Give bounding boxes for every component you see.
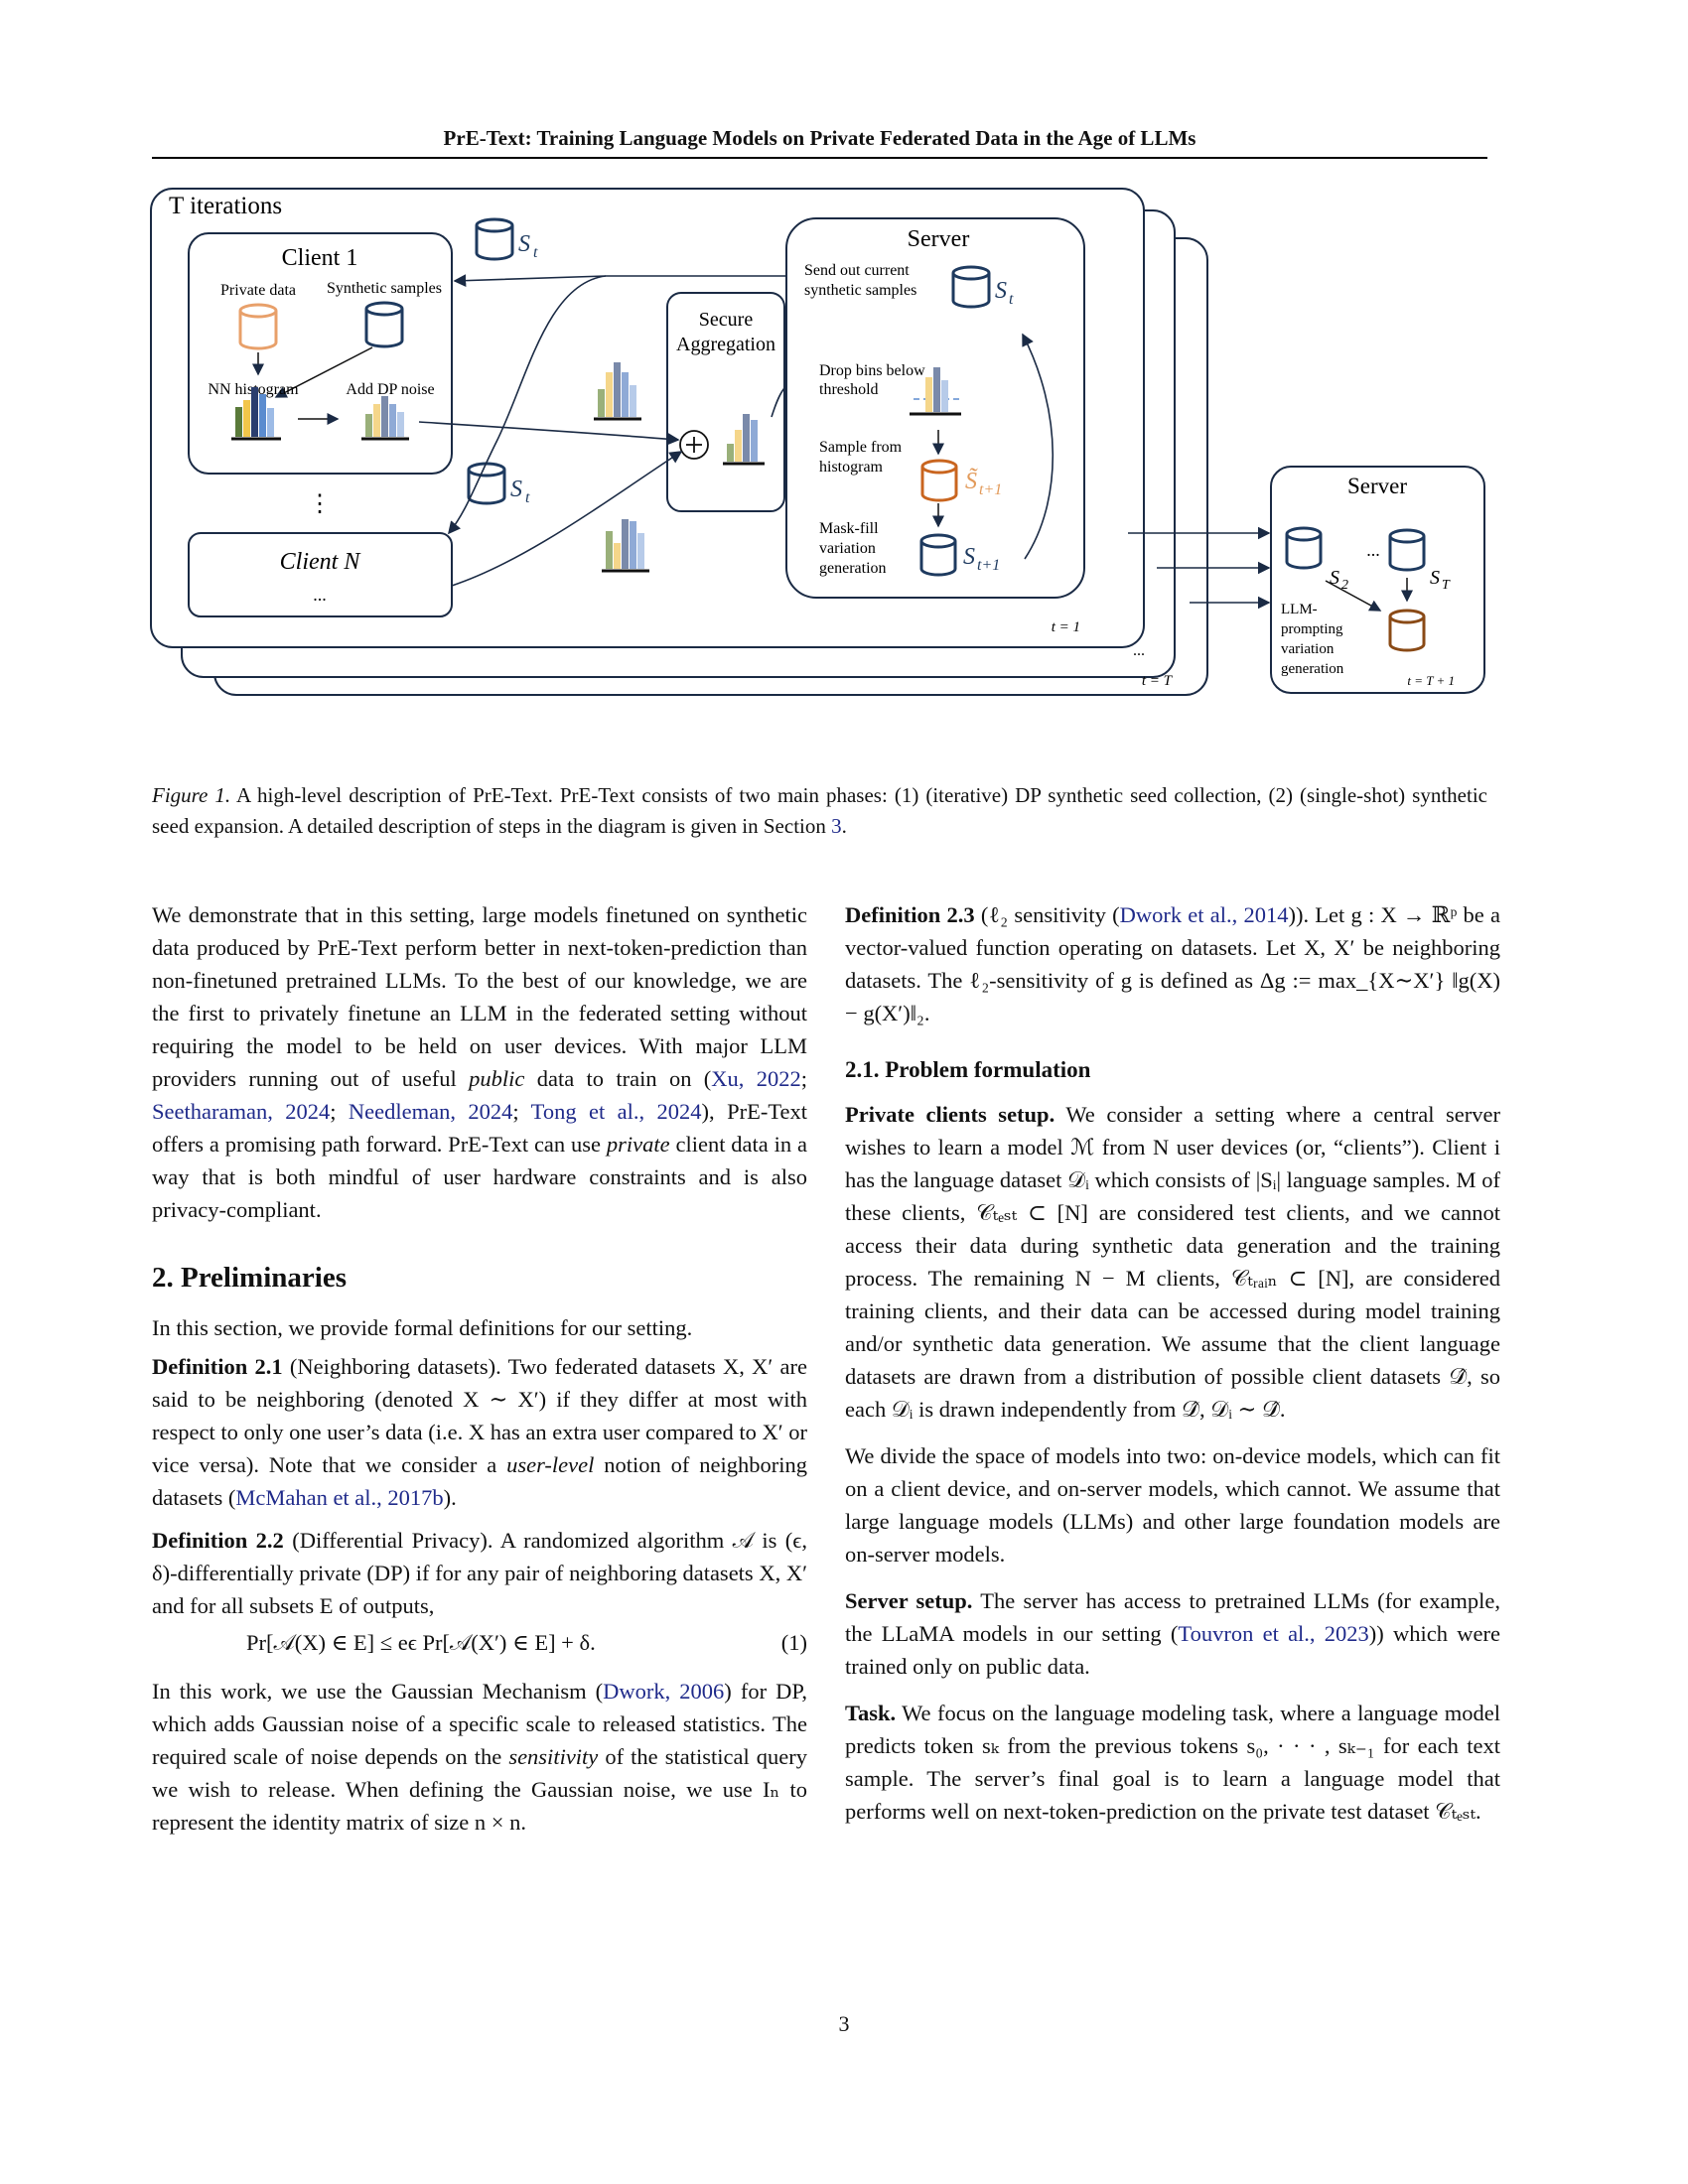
st-plus-1-cylinder-icon (919, 533, 957, 577)
pretext-diagram: T iterations Client 1 Private data Synth… (150, 188, 1485, 696)
svg-text:T: T (1442, 578, 1451, 593)
st-cylinder-bottom-icon (467, 462, 506, 505)
synthetic-samples-cylinder-icon (364, 301, 404, 348)
header-rule (152, 157, 1487, 159)
noisy-histogram-icon (361, 396, 409, 441)
cite-needleman[interactable]: Needleman, 2024 (348, 1099, 513, 1124)
svg-text:S: S (963, 544, 975, 570)
nn-histogram-icon (231, 387, 281, 441)
cite-seetharaman[interactable]: Seetharaman, 2024 (152, 1099, 331, 1124)
st-bottom-label: S (510, 477, 522, 502)
svg-text:S: S (995, 278, 1007, 304)
llm-generated-cylinder-icon (1388, 609, 1426, 652)
s-tilde-label: S̃ (965, 468, 978, 494)
llm-label-1: LLM- (1281, 602, 1318, 617)
clientn-box (188, 532, 453, 617)
send-out-label-2: synthetic samples (804, 282, 916, 299)
server2-box (1270, 466, 1485, 694)
maskfill-label-1: Mask-fill (819, 520, 879, 537)
models-paragraph: We divide the space of models into two: … (845, 1443, 1500, 1567)
cite-dwork-2014[interactable]: Dwork et al., 2014 (1119, 902, 1289, 927)
clientn-histogram-icon (602, 519, 649, 573)
cite-tong[interactable]: Tong et al., 2024 (530, 1099, 702, 1124)
running-header: PrE-Text: Training Language Models on Pr… (443, 126, 1196, 150)
t-eq-1-label: t = 1 (1052, 619, 1080, 635)
server-title: Server (908, 226, 970, 252)
figure-caption: Figure 1. A high-level description of Pr… (152, 783, 1487, 838)
drop-bins-label-2: threshold (819, 381, 879, 398)
llm-label-2: prompting (1281, 621, 1343, 637)
iterations-label: T iterations (169, 193, 282, 219)
clientn-title: Client N (280, 549, 362, 575)
caption-label: Figure 1. (152, 783, 231, 807)
server2-dots: ... (1366, 540, 1380, 560)
server2-title: Server (1347, 474, 1407, 498)
client1-histogram-icon (594, 362, 641, 421)
llm-label-4: generation (1281, 661, 1344, 677)
svg-text:2: 2 (1341, 578, 1348, 593)
preliminaries-intro: In this section, we provide formal defin… (152, 1315, 693, 1340)
st-cylinder-top-icon (475, 217, 514, 261)
t-eq-T-label: t = T (1142, 673, 1174, 689)
send-out-label-1: Send out current (804, 262, 910, 279)
task-paragraph: Task. We focus on the language modeling … (845, 1701, 1500, 1824)
thresholded-histogram-icon (910, 367, 963, 416)
svg-text:t+1: t+1 (977, 557, 1000, 574)
maskfill-label-2: variation (819, 540, 876, 557)
t-eq-T1-label: t = T + 1 (1407, 673, 1455, 688)
maskfill-label-3: generation (819, 560, 887, 577)
private-data-label: Private data (220, 282, 296, 299)
right-column: Definition 2.3 (ℓ₂ sensitivity (Dwork et… (845, 898, 1500, 1828)
section-ref-link[interactable]: 3 (831, 814, 842, 838)
private-clients-setup: Private clients setup. We consider a set… (845, 1102, 1500, 1422)
s2-cylinder-icon (1285, 526, 1323, 570)
gaussian-mechanism-paragraph: In this work, we use the Gaussian Mechan… (152, 1679, 808, 1835)
cite-touvron[interactable]: Touvron et al., 2023 (1178, 1621, 1369, 1646)
cite-dwork-2006[interactable]: Dwork, 2006 (603, 1679, 725, 1704)
secure-agg-label-1: Secure (699, 309, 754, 331)
page-number: 3 (838, 2011, 850, 2036)
svg-text:S: S (1330, 567, 1339, 589)
server-st-cylinder-icon (951, 265, 991, 309)
svg-text:t: t (533, 244, 538, 261)
svg-text:t: t (1009, 291, 1014, 308)
drop-bins-label-1: Drop bins below (819, 362, 925, 379)
sampled-tilde-cylinder-icon (920, 459, 958, 502)
intro-paragraph: We demonstrate that in this setting, lar… (152, 902, 808, 1222)
secure-agg-label-2: Aggregation (676, 334, 775, 355)
llm-label-3: variation (1281, 641, 1335, 657)
cite-xu[interactable]: Xu, 2022 (711, 1066, 801, 1091)
clientn-dots: ... (313, 585, 327, 605)
st-top-label: S (518, 231, 530, 257)
equation-1: Pr[𝒜(X) ∈ E] ≤ eϵ Pr[𝒜(X′) ∈ E] + δ.(1) (246, 1630, 807, 1655)
definition-2-3: Definition 2.3 (ℓ₂ sensitivity (Dwork et… (845, 902, 1500, 1025)
add-dp-noise-label: Add DP noise (346, 381, 434, 398)
definition-2-1: Definition 2.1 (Neighboring datasets). T… (152, 1354, 807, 1510)
svg-text:t: t (525, 489, 530, 506)
private-data-cylinder-icon (238, 303, 278, 350)
definition-2-2: Definition 2.2 (Differential Privacy). A… (152, 1528, 807, 1618)
server-setup: Server setup. The server has access to p… (845, 1588, 1500, 1679)
vdots: ⋮ (308, 491, 332, 517)
cite-mcmahan[interactable]: McMahan et al., 2017b (235, 1485, 444, 1510)
stack-dots: ... (1133, 642, 1145, 659)
client1-title: Client 1 (282, 245, 358, 271)
sample-from-label-2: histogram (819, 459, 884, 476)
section-heading-preliminaries: 2. Preliminaries (152, 1262, 347, 1294)
subsection-heading-problem: 2.1. Problem formulation (845, 1057, 1091, 1082)
svg-text:t+1: t+1 (979, 481, 1002, 498)
sT-cylinder-icon (1388, 528, 1426, 572)
left-column: We demonstrate that in this setting, lar… (152, 898, 807, 1839)
synthetic-samples-label: Synthetic samples (327, 280, 442, 297)
sample-from-label-1: Sample from (819, 439, 903, 456)
svg-text:S: S (1430, 567, 1440, 589)
aggregated-histogram-icon (723, 414, 765, 466)
